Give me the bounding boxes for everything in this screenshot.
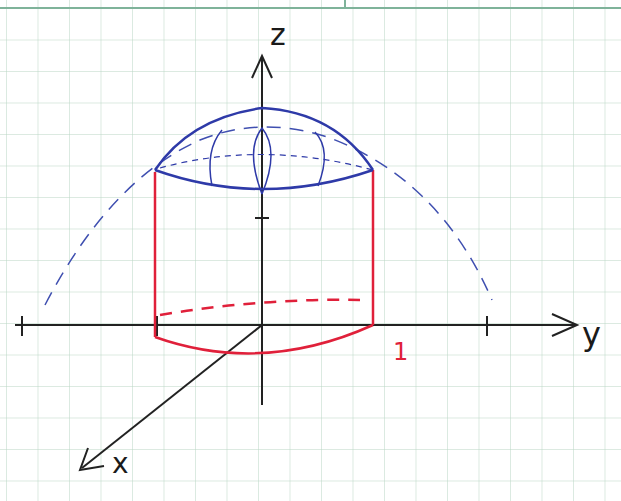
axes: [15, 56, 577, 470]
axis-label: x: [112, 450, 129, 478]
cylinder: [155, 170, 373, 353]
axis-label: z: [270, 20, 286, 50]
axis-label: y: [582, 318, 601, 350]
paraboloid-cap: [155, 108, 373, 194]
parabola-trace: [45, 127, 492, 305]
tick-value: 1: [393, 340, 408, 364]
